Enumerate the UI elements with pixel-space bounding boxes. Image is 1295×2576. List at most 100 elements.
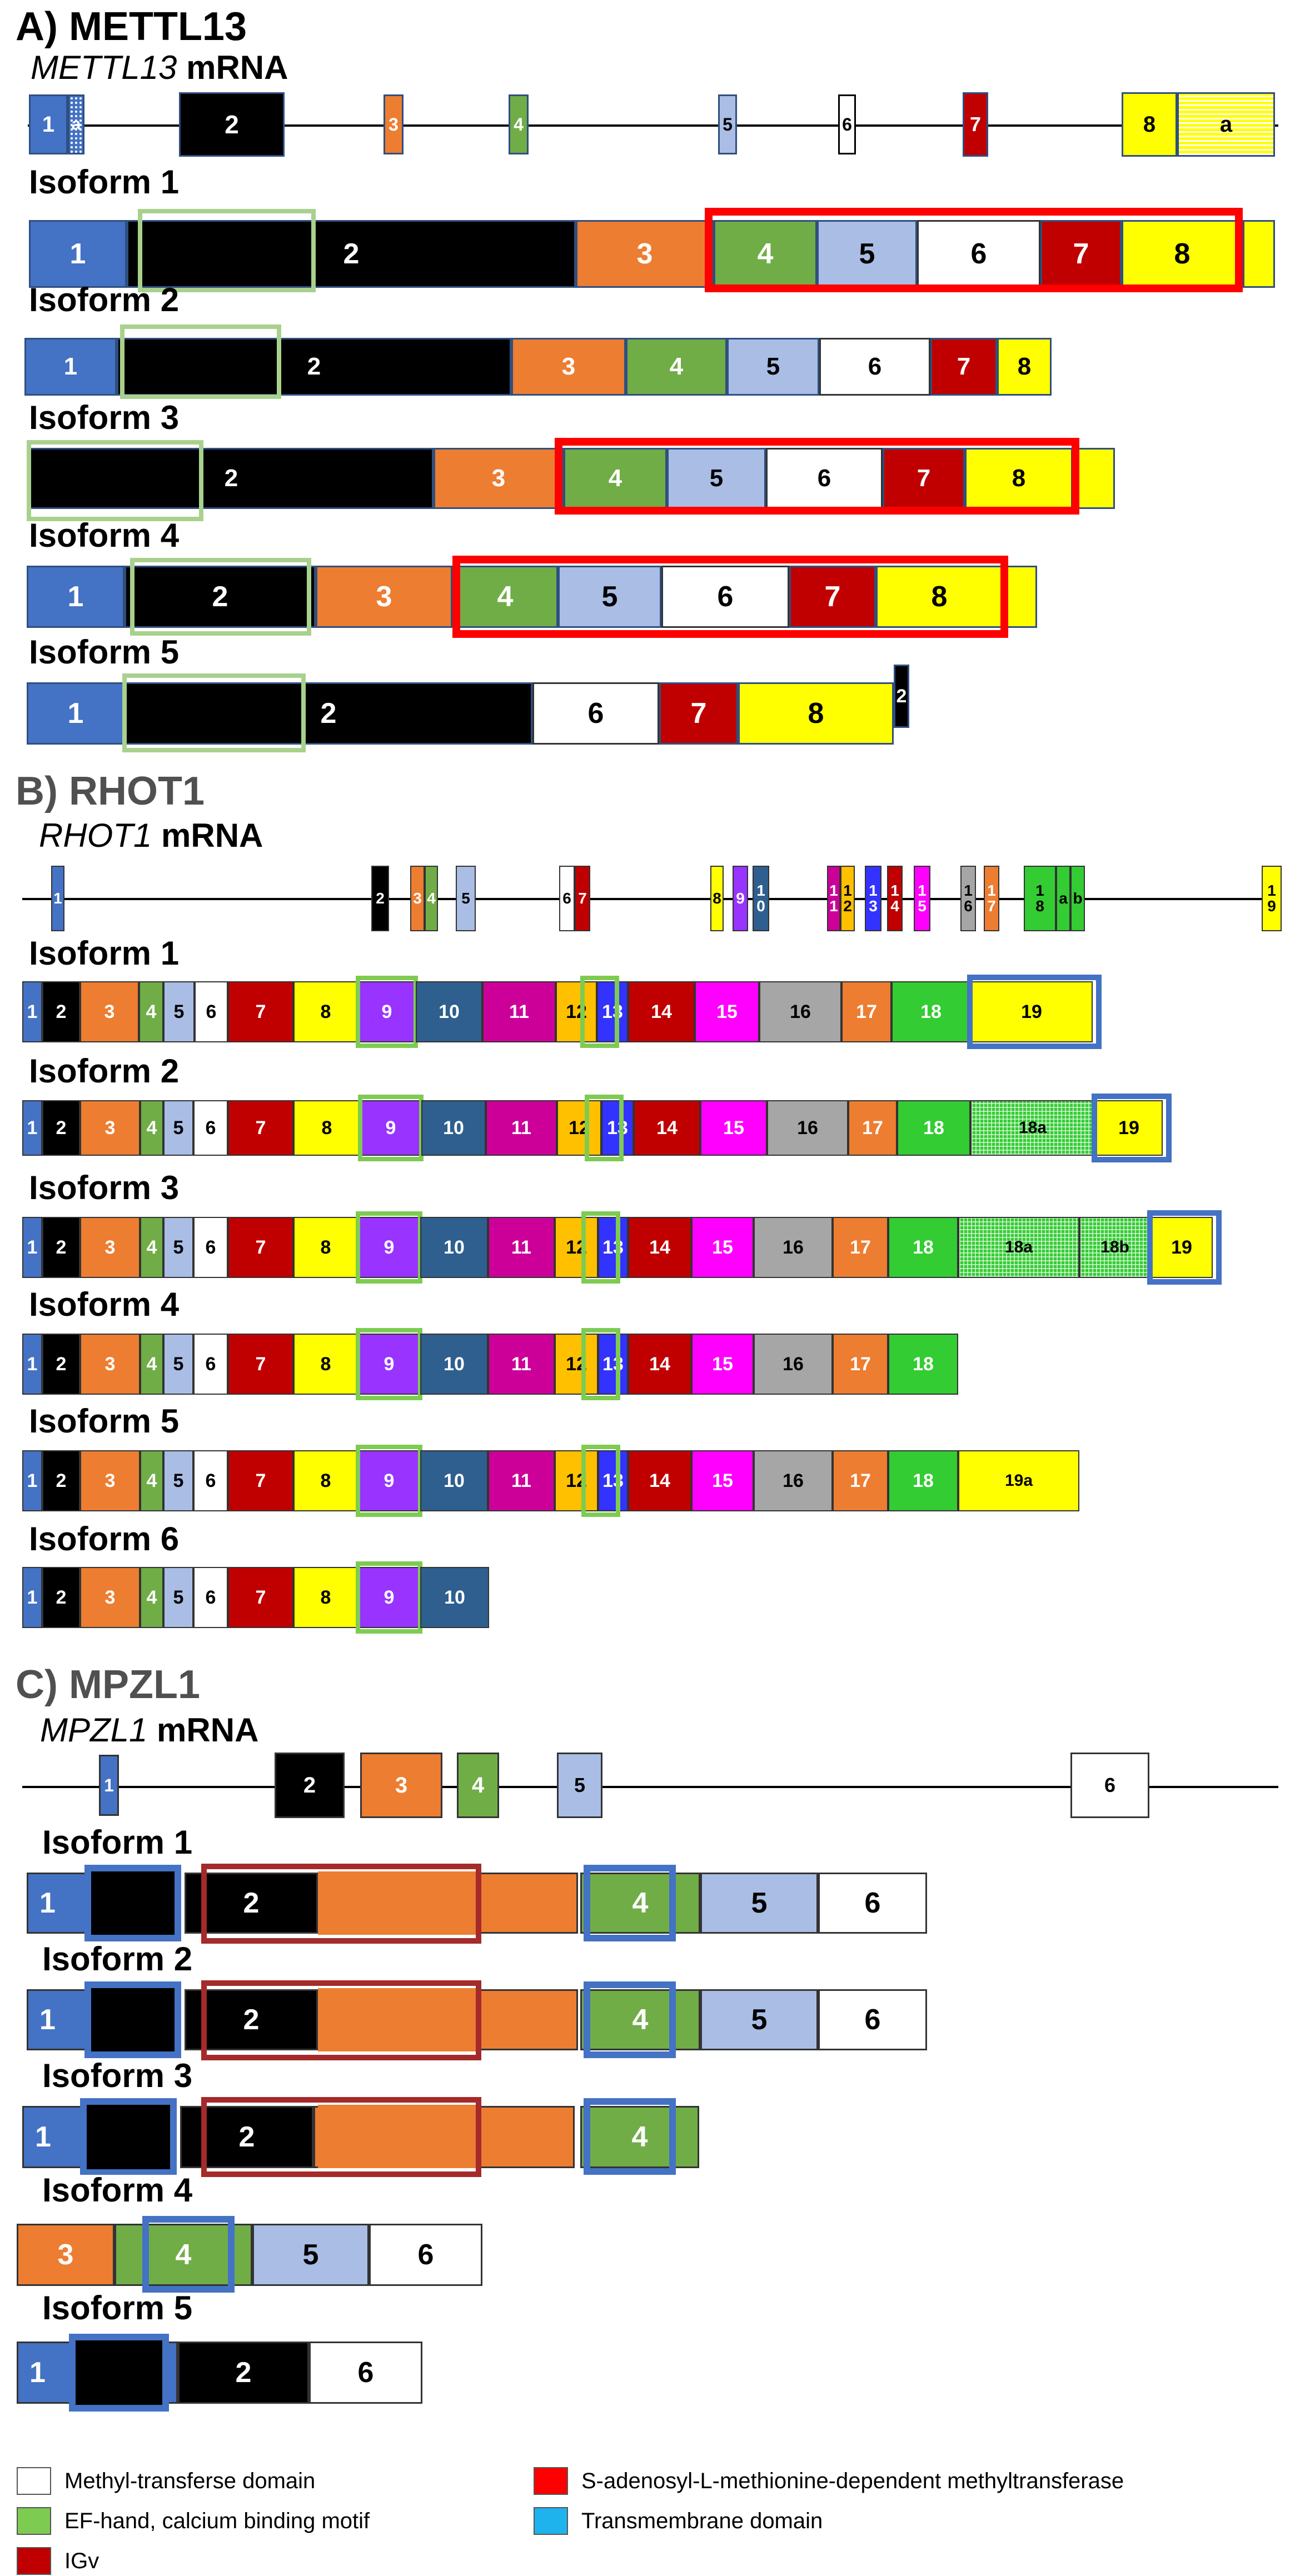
isoform-exon: 5 xyxy=(252,2224,369,2286)
isoform-exon: 5 xyxy=(163,981,195,1042)
isoform-exon: 7 xyxy=(883,448,965,509)
transmembrane-box xyxy=(967,975,1102,1049)
isoform-exon: 14 xyxy=(628,1217,691,1278)
ef-hand-box xyxy=(581,1328,620,1400)
isoform-exon: 6 xyxy=(309,2342,422,2404)
isoform-exon: 11 xyxy=(488,1217,555,1278)
isoform-exon: 7 xyxy=(228,1217,293,1278)
isoform-exon xyxy=(1243,220,1275,288)
isoform-exon: 1 xyxy=(27,1989,91,2050)
legend-label: S-adenosyl-L-methionine-dependent methyl… xyxy=(581,2469,1124,2493)
isoform-exon: 2 xyxy=(42,981,80,1042)
isoform-exon: 5 xyxy=(727,338,819,396)
mrna-exon: 6 xyxy=(559,866,575,931)
isoform-exon: 1 xyxy=(27,1873,91,1934)
isoform-exon: 2 xyxy=(42,1334,80,1395)
isoform-exon: 3 xyxy=(511,338,626,396)
isoform-exon: 2 xyxy=(185,1989,318,2050)
ef-hand-box xyxy=(356,1328,422,1400)
ef-hand-box xyxy=(356,1211,422,1284)
isoform-exon: 8 xyxy=(876,566,1003,628)
isoform-exon: 5 xyxy=(163,1334,193,1395)
isoform-exon: 4 xyxy=(140,1334,163,1395)
isoform-exon: 18 xyxy=(888,1334,958,1395)
isoform-exon: 18a xyxy=(958,1217,1079,1278)
isoform-exon: 15 xyxy=(691,1334,754,1395)
isoform-exon: 4 xyxy=(626,338,727,396)
isoform-exon: 1 xyxy=(29,220,127,288)
mrna-exon: 7 xyxy=(963,92,988,157)
mrna-exon: 1 2 xyxy=(840,866,855,931)
isoform-exon: 2 xyxy=(127,220,576,288)
isoform-label: Isoform 1 xyxy=(29,935,180,972)
isoform-exon: 1 xyxy=(22,1334,42,1395)
isoform-exon: 6 xyxy=(369,2224,482,2286)
isoform-exon: 19 xyxy=(970,981,1093,1042)
isoform-exon: 16 xyxy=(754,1217,833,1278)
mrna-exon: 6 xyxy=(838,94,856,154)
mrna-exon: 2 xyxy=(179,92,285,157)
isoform-label: Isoform 1 xyxy=(42,1824,193,1861)
isoform-exon: 6 xyxy=(193,1217,228,1278)
isoform-exon: 16 xyxy=(759,981,841,1042)
section-title: B) RHOT1 xyxy=(16,769,205,813)
ef-hand-box xyxy=(581,1445,620,1517)
isoform-exon: 8 xyxy=(293,981,358,1042)
mrna-label: MPZL1 mRNA xyxy=(40,1714,258,1747)
isoform-exon: 5 xyxy=(163,1100,193,1156)
isoform-exon: 3 xyxy=(434,448,564,509)
isoform-label: Isoform 2 xyxy=(42,1940,193,1978)
isoform-exon: 3 xyxy=(80,1217,140,1278)
isoform-exon: 9 xyxy=(360,1100,421,1156)
isoform-exon: 10 xyxy=(421,1100,486,1156)
isoform-exon: 9 xyxy=(358,1567,420,1628)
isoform-exon: 11 xyxy=(488,1334,555,1395)
isoform-exon: 12 xyxy=(555,1334,598,1395)
isoform-exon: 17 xyxy=(848,1100,897,1156)
methyl-domain-box xyxy=(122,673,306,752)
isoform-exon: 18 xyxy=(897,1100,970,1156)
isoform-exon: 15 xyxy=(691,1450,754,1511)
mrna-exon: 1 8 xyxy=(1024,866,1056,931)
isoform-exon: 2 xyxy=(29,448,434,509)
isoform-exon: 18a xyxy=(970,1100,1095,1156)
mrna-label: METTL13 mRNA xyxy=(31,51,288,84)
isoform-exon: 1 xyxy=(22,1450,42,1511)
mrna-exon: 1 xyxy=(51,866,64,931)
isoform-exon: 19a xyxy=(958,1450,1079,1511)
isoform-exon: 16 xyxy=(754,1450,833,1511)
isoform-exon: 1 xyxy=(22,1217,42,1278)
isoform-label: Isoform 5 xyxy=(29,1402,180,1440)
mrna-exon: a xyxy=(1177,92,1275,157)
isoform-exon: 17 xyxy=(833,1450,888,1511)
mrna-exon: 2 xyxy=(371,866,389,931)
mrna-label: RHOT1 mRNA xyxy=(39,819,263,852)
exon-2-core xyxy=(87,2105,170,2169)
isoform-exon: 7 xyxy=(228,1450,293,1511)
isoform-label: Isoform 2 xyxy=(29,281,180,318)
isoform-label: Isoform 3 xyxy=(29,1169,180,1206)
mrna-exon: b xyxy=(1070,866,1085,931)
isoform-exon: 5 xyxy=(163,1217,193,1278)
isoform-exon: 4 xyxy=(140,1217,163,1278)
isoform-exon: 11 xyxy=(482,981,556,1042)
isoform-exon: 8 xyxy=(997,338,1052,396)
isoform-exon: 2 xyxy=(185,1873,318,1934)
mrna-exon: 1 3 xyxy=(865,866,881,931)
legend-label: Methyl-transferse domain xyxy=(64,2469,316,2493)
isoform-label: Isoform 4 xyxy=(29,1286,180,1323)
section-title: C) MPZL1 xyxy=(16,1663,200,1707)
isoform-label: Isoform 5 xyxy=(42,2289,193,2327)
isoform-exon: 6 xyxy=(532,682,659,745)
isoform-exon: 2 xyxy=(894,665,909,728)
transmembrane-box xyxy=(69,2334,169,2412)
legend-label: IGv xyxy=(64,2549,99,2573)
isoform-label: Isoform 4 xyxy=(42,2171,193,2209)
isoform-exon: 3 xyxy=(80,1334,140,1395)
isoform-exon: 4 xyxy=(140,1100,163,1156)
isoform-exon: 5 xyxy=(558,566,661,628)
isoform-exon: 2 xyxy=(124,566,316,628)
isoform-exon: 7 xyxy=(228,1334,293,1395)
isoform-exon: 8 xyxy=(293,1100,360,1156)
